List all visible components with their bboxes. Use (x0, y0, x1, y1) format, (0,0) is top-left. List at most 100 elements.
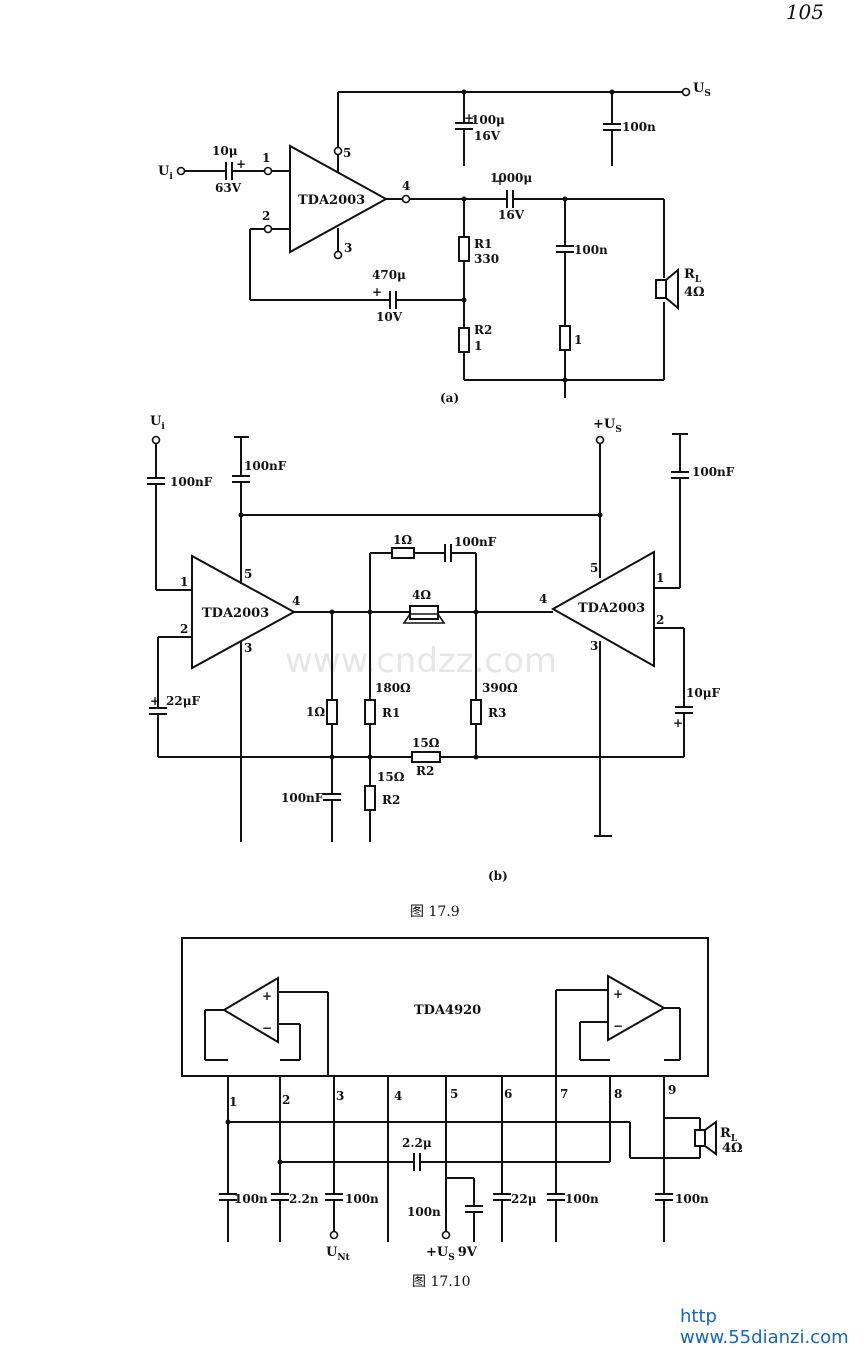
svg-text:4: 4 (402, 179, 410, 193)
svg-text:2: 2 (262, 209, 270, 223)
svg-text:3: 3 (336, 1089, 344, 1103)
svg-text:22μ: 22μ (511, 1192, 537, 1206)
svg-text:10μF: 10μF (686, 686, 720, 700)
svg-text:4: 4 (539, 592, 547, 606)
c-fb-voltage: 10V (376, 310, 403, 324)
svg-text:4Ω: 4Ω (722, 1141, 743, 1156)
c-out-label: 1000μ (490, 171, 532, 185)
svg-text:4: 4 (394, 1089, 402, 1103)
speaker-icon (694, 1129, 706, 1147)
page-number: 105 (785, 0, 824, 24)
tda2003-left-amplifier (191, 554, 297, 670)
svg-text:TDA2003: TDA2003 (578, 601, 645, 616)
svg-text:9: 9 (668, 1083, 676, 1097)
svg-text:−: − (262, 1021, 272, 1035)
svg-text:R2: R2 (416, 764, 434, 778)
watermark: www.cndzz.com (285, 641, 557, 681)
svg-text:1: 1 (656, 571, 664, 585)
supply-label: US (693, 81, 711, 99)
r1-resistor (458, 236, 470, 262)
svg-text:2: 2 (282, 1093, 290, 1107)
svg-text:5: 5 (343, 146, 351, 160)
supply-terminal (681, 87, 691, 97)
svg-text:2.2μ: 2.2μ (402, 1136, 432, 1150)
svg-text:100n: 100n (234, 1192, 268, 1206)
svg-text:100nF: 100nF (692, 465, 735, 479)
svg-text:5: 5 (450, 1087, 458, 1101)
caption-b: (b) (488, 869, 508, 883)
svg-text:3: 3 (344, 241, 352, 255)
svg-text:1: 1 (262, 151, 270, 165)
svg-text:2: 2 (180, 622, 188, 636)
svg-text:TDA4920: TDA4920 (414, 1003, 481, 1018)
svg-text:100nF: 100nF (244, 459, 287, 473)
svg-text:1Ω: 1Ω (306, 705, 325, 719)
c-fb-label: 470μ (372, 268, 406, 282)
input-label: Ui (150, 414, 165, 432)
svg-text:3: 3 (590, 639, 598, 653)
svg-text:R2: R2 (474, 323, 492, 337)
svg-text:100n: 100n (574, 243, 608, 257)
svg-text:1Ω: 1Ω (393, 533, 412, 547)
c-out-voltage: 16V (498, 208, 525, 222)
figure-17-9-caption: 图 17.9 (410, 904, 460, 920)
svg-text:2.2n: 2.2n (289, 1192, 319, 1206)
speaker-load (409, 605, 439, 620)
svg-text:4Ω: 4Ω (684, 285, 705, 300)
right-opamp-icon (607, 974, 667, 1042)
svg-text:100nF: 100nF (454, 535, 497, 549)
svg-text:+: + (262, 989, 272, 1003)
svg-text:1: 1 (474, 339, 482, 353)
svg-text:4: 4 (292, 594, 300, 608)
c-supply-voltage: 16V (474, 129, 501, 143)
supply-label: +US (593, 417, 622, 435)
footer-url[interactable]: http www.55dianzi.com (680, 1306, 849, 1348)
svg-text:+: + (613, 987, 623, 1001)
svg-text:330: 330 (474, 252, 499, 266)
svg-text:+: + (495, 174, 505, 188)
left-opamp-icon (222, 976, 279, 1044)
input-terminal (176, 166, 186, 176)
svg-text:R1: R1 (382, 706, 400, 720)
svg-text:8: 8 (614, 1087, 622, 1101)
svg-text:1: 1 (574, 333, 582, 347)
c-supply-label: 100μ (471, 113, 505, 127)
svg-text:7: 7 (560, 1087, 568, 1101)
svg-text:+: + (150, 694, 160, 708)
circuit-b: Ui 100nF 1 TDA2003 2 + 22μF 100nF 5 3 (147, 414, 735, 883)
svg-text:1: 1 (180, 575, 188, 589)
svg-text:100n: 100n (565, 1192, 599, 1206)
svg-text:5: 5 (590, 561, 598, 575)
input-label: Ui (158, 164, 173, 182)
svg-text:100n: 100n (345, 1192, 379, 1206)
svg-text:100n: 100n (675, 1192, 709, 1206)
svg-text:3: 3 (244, 641, 252, 655)
c-in-label: 10μ (212, 144, 238, 158)
figure-17-10-caption: 图 17.10 (412, 1274, 471, 1290)
svg-text:4Ω: 4Ω (412, 588, 431, 602)
circuit-c: TDA4920 + − + − 1 2 3 4 5 6 7 8 9 (181, 937, 743, 1263)
svg-text:6: 6 (504, 1087, 512, 1101)
c-in-voltage: 63V (215, 181, 242, 195)
svg-text:R1: R1 (474, 237, 492, 251)
svg-text:+: + (372, 285, 382, 299)
r2-resistor (458, 327, 470, 353)
svg-text:1: 1 (229, 1095, 237, 1109)
tda2003-amplifier (289, 144, 389, 254)
circuit-a: Ui 10μ + 63V 1 TDA2003 2 470μ + 10V 3 (158, 81, 711, 405)
speaker-icon (655, 279, 667, 299)
svg-text:100n: 100n (407, 1205, 441, 1219)
c-supply2-label: 100n (622, 120, 656, 134)
zobel-resistor (559, 325, 571, 351)
caption-a: (a) (440, 391, 459, 405)
tda2003-right-amplifier (550, 550, 655, 668)
svg-text:TDA2003: TDA2003 (202, 606, 269, 621)
svg-text:−: − (613, 1019, 623, 1033)
svg-text:100nF: 100nF (281, 791, 324, 805)
svg-text:+: + (673, 716, 683, 730)
load-label: RL (720, 1126, 738, 1144)
svg-text:15Ω: 15Ω (377, 770, 405, 784)
svg-text:180Ω: 180Ω (375, 681, 411, 695)
